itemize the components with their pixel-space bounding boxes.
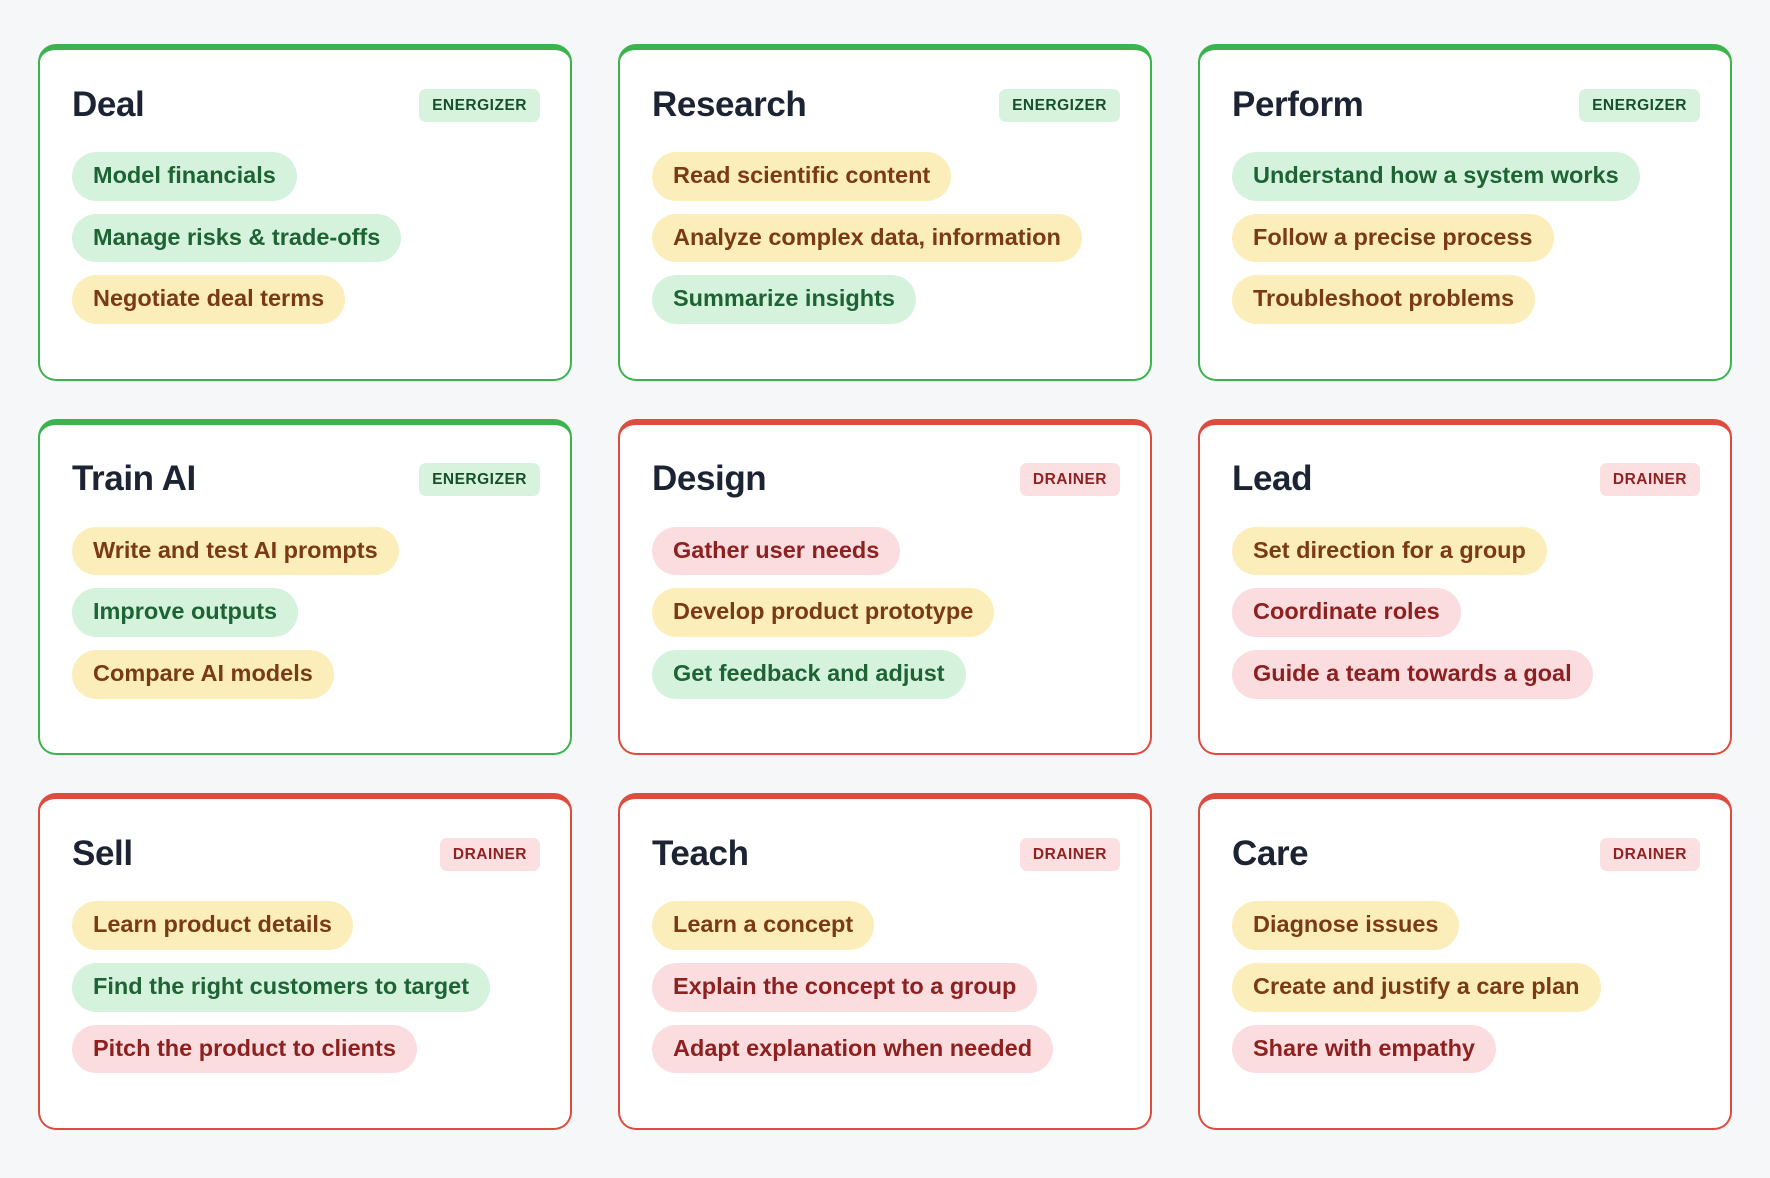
card-title: Design — [652, 459, 767, 499]
skill-card[interactable]: Perform ENERGIZER Understand how a system … — [1198, 44, 1732, 381]
status-badge: DRAINER — [1599, 837, 1700, 871]
task-pill[interactable]: Set direction for a group — [1232, 526, 1547, 576]
task-pill[interactable]: Guide a team towards a goal — [1232, 649, 1593, 699]
task-pill[interactable]: Model financials — [72, 152, 297, 201]
card-title: Perform — [1232, 84, 1364, 124]
task-pill[interactable]: Create and justify a care plan — [1232, 962, 1601, 1012]
card-title: Care — [1232, 833, 1309, 873]
status-badge: ENERGIZER — [419, 88, 540, 122]
task-pill[interactable]: Share with empathy — [1232, 1024, 1496, 1074]
status-badge: DRAINER — [439, 837, 540, 871]
card-header: Research ENERGIZER — [652, 84, 1120, 126]
task-pill[interactable]: Compare AI models — [72, 649, 334, 699]
task-pill[interactable]: Learn a concept — [652, 901, 875, 950]
task-pill[interactable]: Manage risks & trade-offs — [72, 213, 402, 263]
card-header: Deal ENERGIZER — [72, 84, 540, 126]
card-title: Research — [652, 84, 807, 124]
status-badge: ENERGIZER — [419, 463, 540, 497]
task-pill[interactable]: Diagnose issues — [1232, 901, 1460, 950]
task-pill[interactable]: Get feedback and adjust — [652, 649, 966, 699]
card-title: Sell — [72, 833, 133, 873]
task-pill[interactable]: Coordinate roles — [1232, 588, 1461, 637]
task-pill[interactable]: Summarize insights — [652, 275, 916, 324]
task-pill[interactable]: Develop product prototype — [652, 588, 995, 637]
status-badge: DRAINER — [1599, 463, 1700, 497]
card-header: Perform ENERGIZER — [1232, 84, 1700, 126]
task-pill[interactable]: Gather user needs — [652, 526, 901, 576]
task-pill[interactable]: Pitch the product to clients — [72, 1024, 417, 1074]
task-pill[interactable]: Learn product details — [72, 901, 353, 950]
card-header: Design DRAINER — [652, 459, 1120, 501]
card-header: Sell DRAINER — [72, 833, 540, 875]
card-header: Care DRAINER — [1232, 833, 1700, 875]
task-pill[interactable]: Explain the concept to a group — [652, 962, 1038, 1012]
task-pill[interactable]: Troubleshoot problems — [1232, 275, 1536, 324]
task-pill[interactable]: Write and test AI prompts — [72, 526, 399, 576]
skill-card[interactable]: Research ENERGIZER Read scientific content… — [618, 44, 1152, 381]
task-pill[interactable]: Adapt explanation when needed — [652, 1024, 1054, 1074]
card-header: Train AI ENERGIZER — [72, 459, 540, 501]
status-badge: ENERGIZER — [999, 88, 1120, 122]
task-pill[interactable]: Improve outputs — [72, 588, 299, 637]
task-pill[interactable]: Analyze complex data, information — [652, 213, 1082, 263]
card-header: Teach DRAINER — [652, 833, 1120, 875]
status-badge: ENERGIZER — [1579, 88, 1700, 122]
card-title: Train AI — [72, 459, 196, 499]
status-badge: DRAINER — [1019, 837, 1120, 871]
task-pill[interactable]: Find the right customers to target — [72, 962, 491, 1012]
card-title: Teach — [652, 833, 749, 873]
task-pill[interactable]: Negotiate deal terms — [72, 275, 346, 324]
task-pill[interactable]: Read scientific content — [652, 152, 952, 201]
task-pill[interactable]: Understand how a system works — [1232, 152, 1640, 201]
task-pill[interactable]: Follow a precise process — [1232, 213, 1554, 263]
card-title: Lead — [1232, 459, 1313, 499]
skill-card[interactable]: Train AI ENERGIZER Write and test AI promp… — [38, 418, 572, 756]
status-badge: DRAINER — [1019, 463, 1120, 497]
card-title: Deal — [72, 84, 145, 124]
card-header: Lead DRAINER — [1232, 459, 1700, 501]
